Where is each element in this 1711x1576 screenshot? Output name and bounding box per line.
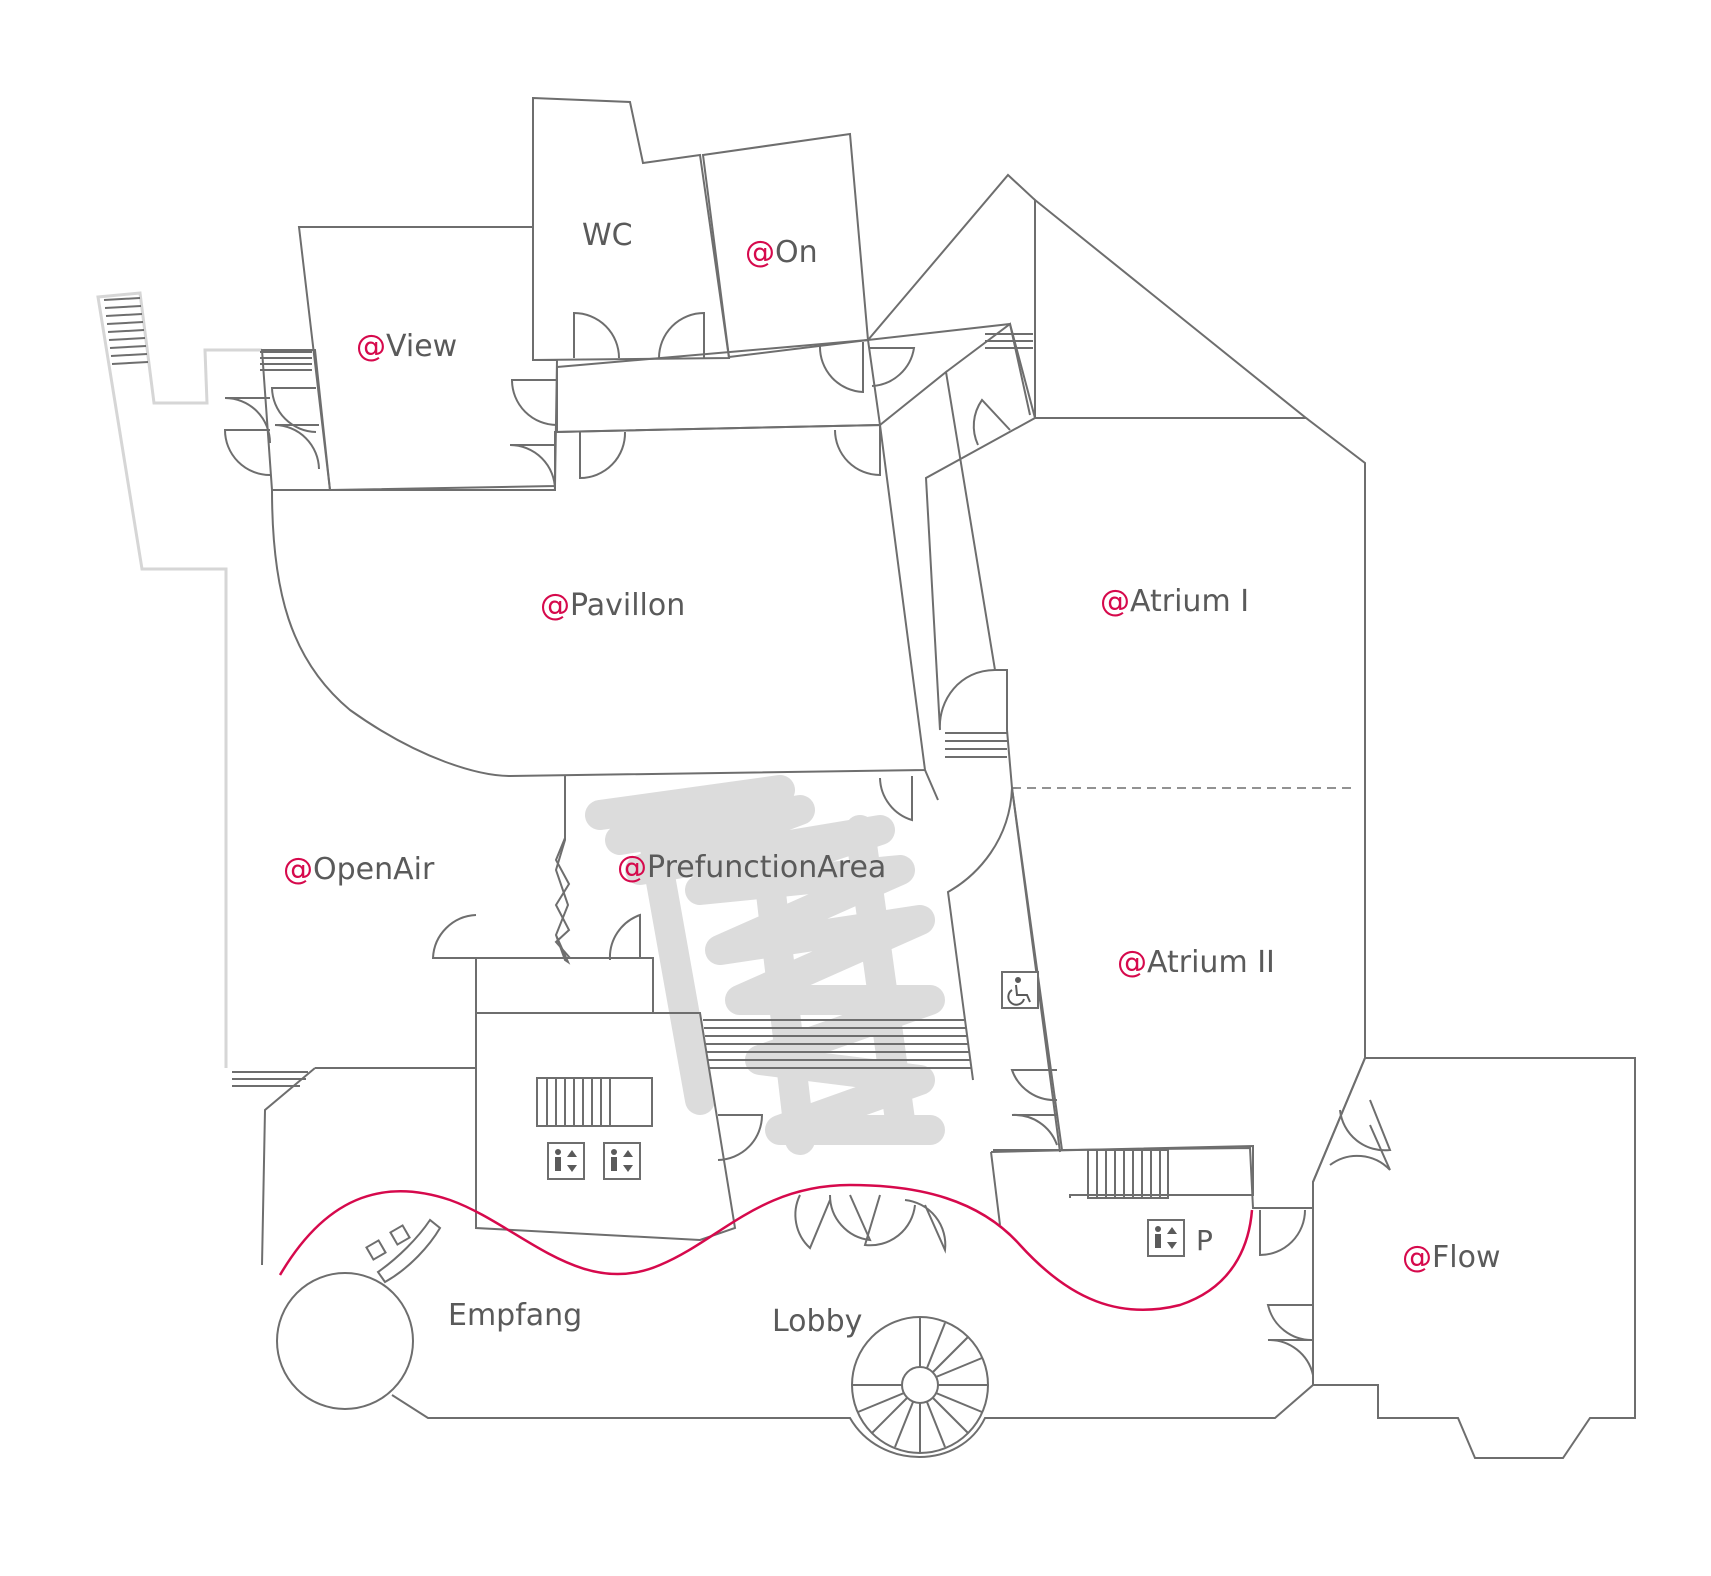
terrace-outline <box>96 291 262 1068</box>
atrium-stairs <box>945 732 1007 758</box>
room-label-prefunction: @PrefunctionArea <box>617 850 886 885</box>
pavillon-room <box>270 423 927 778</box>
room-label-empfang: Empfang <box>448 1298 582 1333</box>
room-label-on: @On <box>745 235 818 270</box>
prefunction-hatch <box>585 775 945 1155</box>
parking-stairs <box>1087 1149 1169 1199</box>
room-label-openair: @OpenAir <box>283 852 435 887</box>
prefunction-stairs <box>703 1019 971 1069</box>
room-label-lobby: Lobby <box>772 1304 862 1339</box>
parking-elevator-icon: P <box>1147 1219 1213 1257</box>
atrium-block <box>924 417 1366 1209</box>
north-east-wing <box>1034 197 1309 419</box>
north-corridor <box>556 338 882 434</box>
room-label-flow: @Flow <box>1402 1240 1500 1275</box>
parking-room <box>990 1144 1254 1198</box>
stairs <box>232 333 1169 1454</box>
east-stairs <box>985 333 1033 349</box>
terrace-stairs <box>103 297 149 365</box>
view-stairs <box>260 351 312 371</box>
wheelchair-icon <box>1001 971 1039 1009</box>
parking-label: P <box>1196 1224 1213 1257</box>
room-label-pavillon: @Pavillon <box>540 588 685 623</box>
room-label-atrium-2: @Atrium II <box>1117 945 1275 980</box>
lobby-zone-curve <box>278 1183 1254 1312</box>
room-label-atrium-1: @Atrium I <box>1100 584 1249 619</box>
rotunda <box>276 1272 414 1410</box>
flow-room <box>1312 1057 1636 1459</box>
lobby-outline <box>261 1067 1314 1458</box>
service-block <box>475 957 737 1242</box>
doors <box>223 311 1392 1376</box>
reception-desk <box>376 1218 442 1284</box>
service-stairs <box>536 1077 653 1127</box>
elevator-icon <box>603 1142 641 1180</box>
room-label-view: @View <box>356 329 457 364</box>
north-east-triangle <box>865 173 1036 419</box>
room-label-wc: WC <box>582 218 633 253</box>
terrace-exit-stairs <box>232 1071 308 1087</box>
room-labels: WC @On @View @Pavillon @Atrium I @OpenAi… <box>283 218 1500 1339</box>
spiral-staircase <box>851 1316 989 1454</box>
elevator-icon <box>547 1142 585 1180</box>
